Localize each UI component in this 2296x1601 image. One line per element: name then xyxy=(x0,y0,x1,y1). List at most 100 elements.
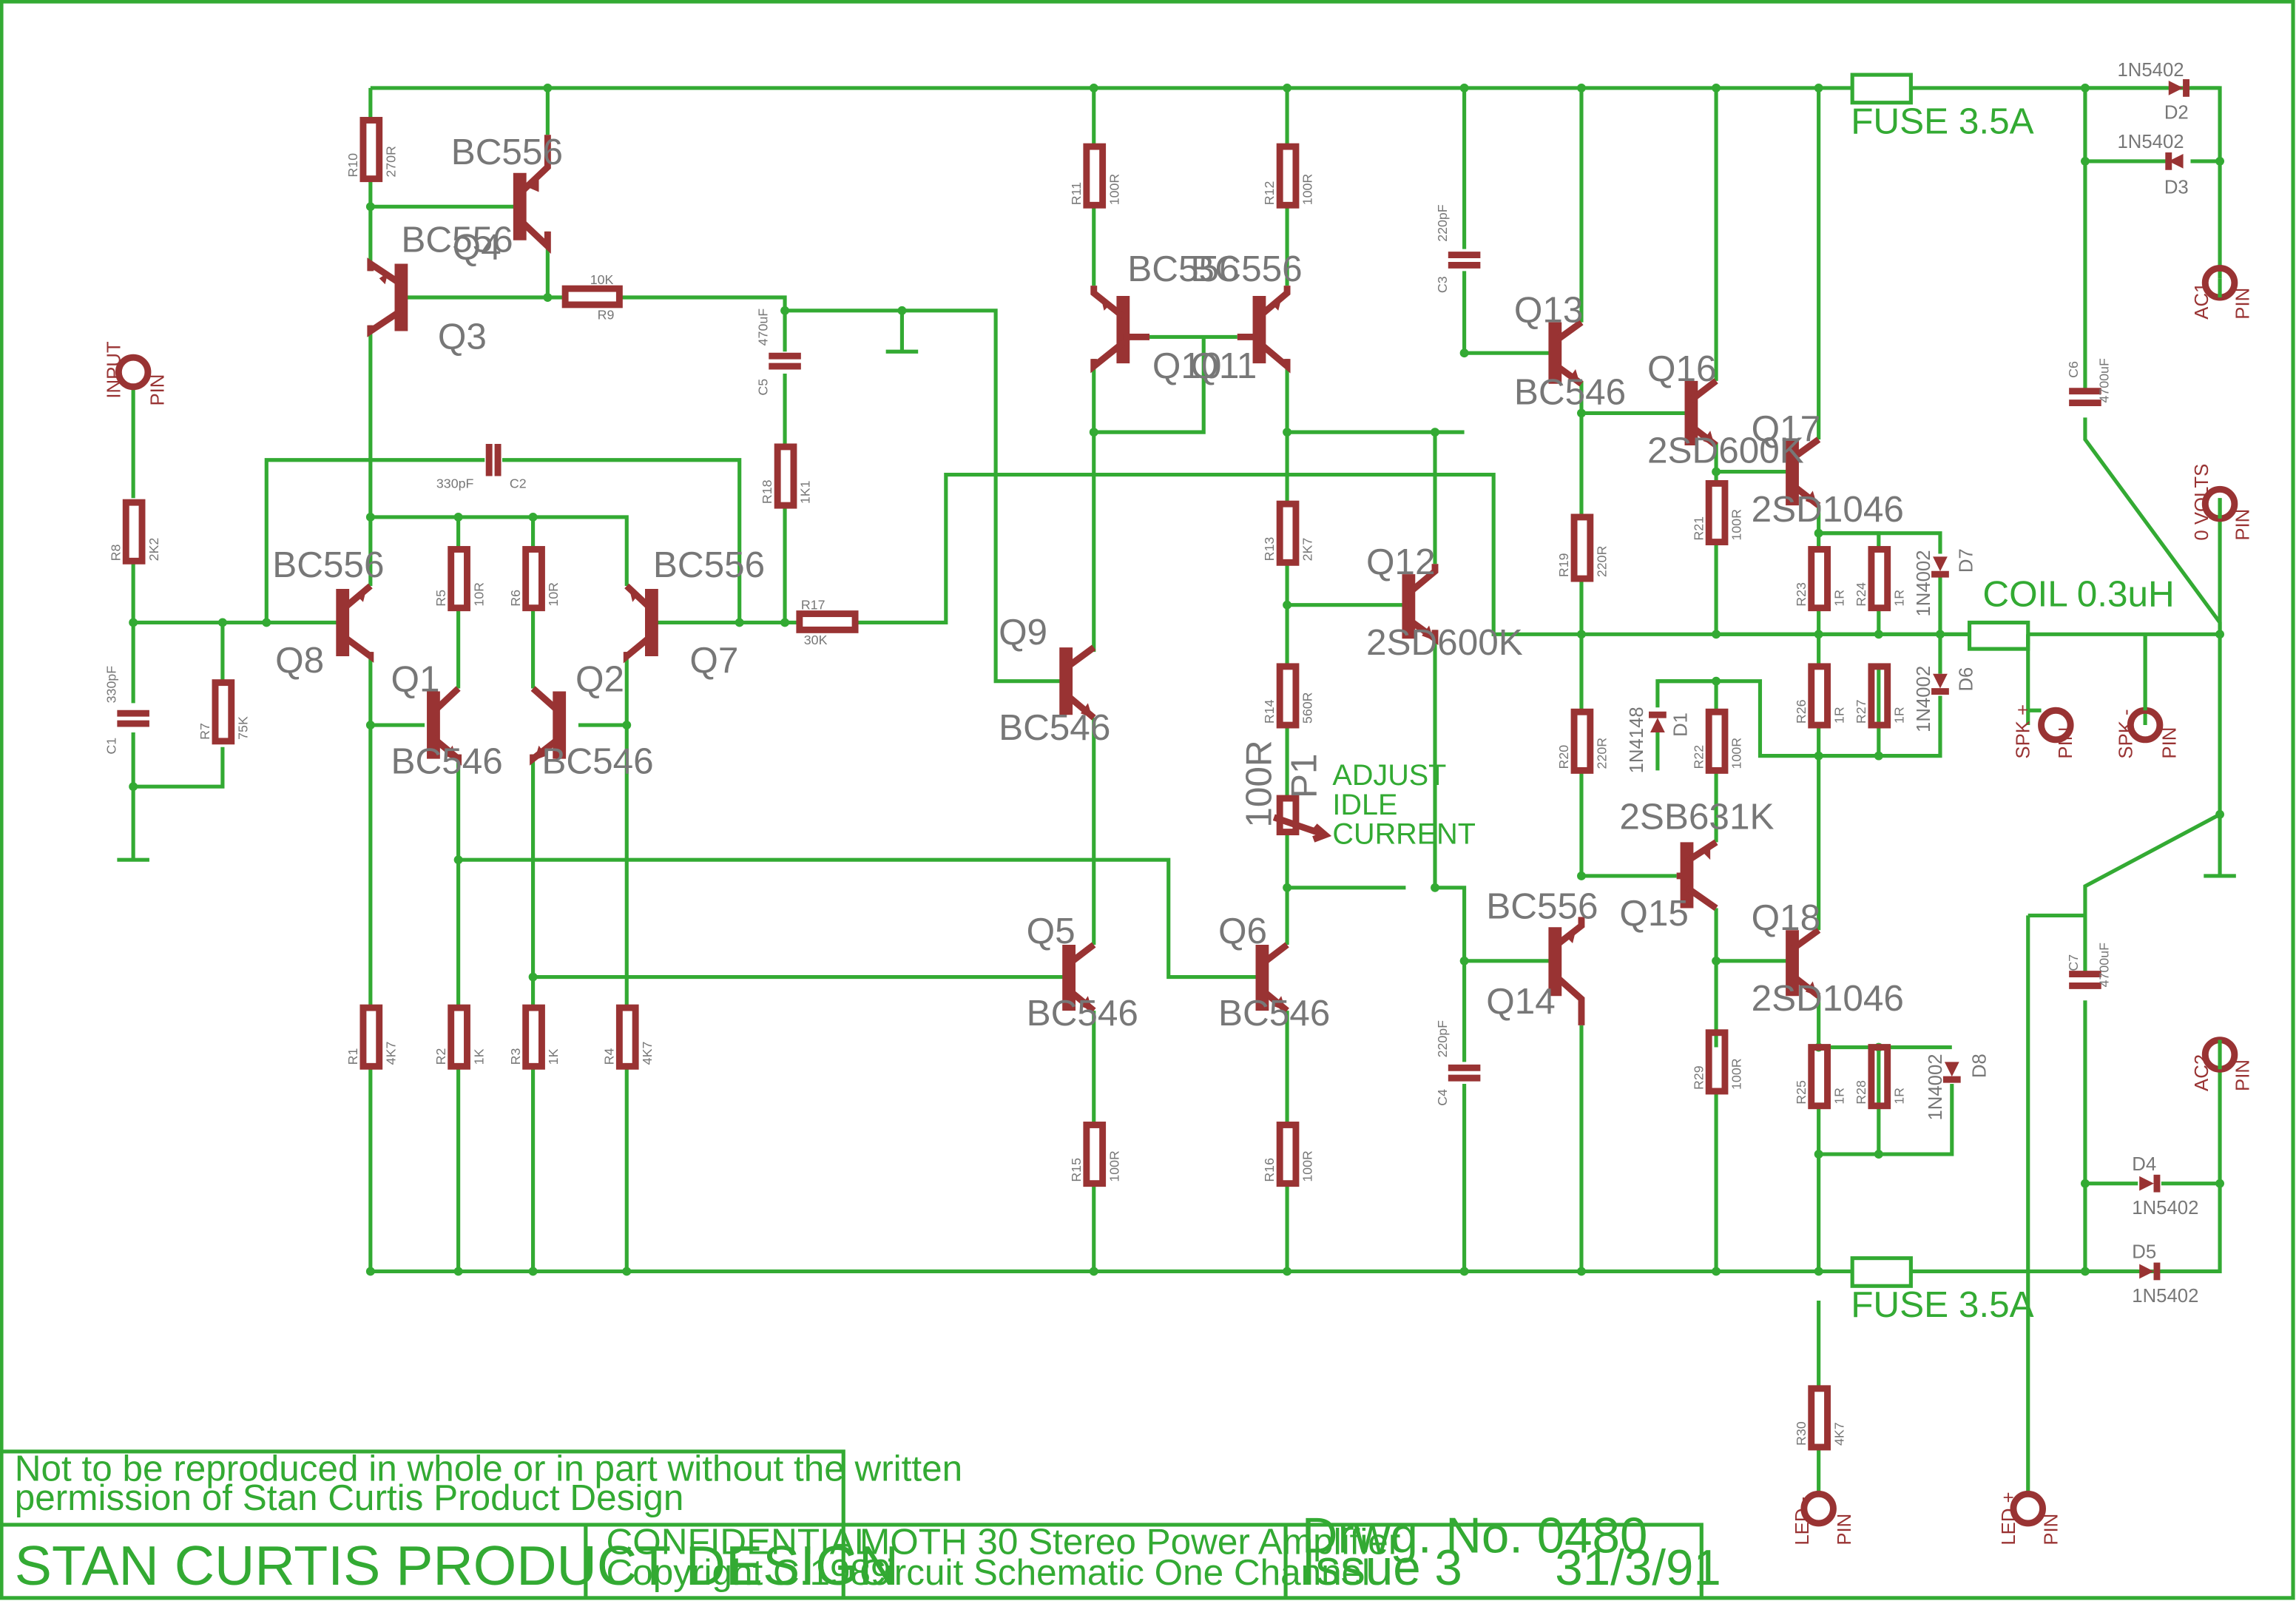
resistor-r5 xyxy=(448,546,470,612)
q18-ref: Q18 xyxy=(1752,897,1821,938)
pin-spk-plus[interactable] xyxy=(2038,707,2074,744)
q13-ref: Q13 xyxy=(1514,290,1584,331)
connector-labels: INPUT PIN AC1 PIN 0 VOLTS PIN SPK + PIN … xyxy=(104,283,2253,1546)
capacitor-c3 xyxy=(1448,252,1481,269)
diode-d1 xyxy=(1650,718,1665,732)
q8-ref: Q8 xyxy=(275,640,324,681)
c5-ref: C5 xyxy=(755,379,770,396)
q15-part: 2SB631K xyxy=(1619,797,1774,837)
c5-value: 470uF xyxy=(755,309,770,346)
zero-volts-label: 0 VOLTS xyxy=(2192,464,2212,541)
led-plus-label: LED + xyxy=(1999,1492,2019,1545)
r19-ref: R19 xyxy=(1556,553,1571,577)
r23-ref: R23 xyxy=(1794,582,1809,607)
r3-value: 1K xyxy=(546,1048,561,1065)
r3-ref: R3 xyxy=(508,1048,523,1065)
wires xyxy=(131,86,2222,1497)
diode-d4 xyxy=(2139,1176,2154,1191)
coil-label: COIL 0.3uH xyxy=(1982,574,2174,615)
diode-d6 xyxy=(1933,673,1948,689)
r20-value: 220R xyxy=(1595,738,1610,769)
q17-part: 2SD1046 xyxy=(1752,489,1904,530)
d8-part: 1N4002 xyxy=(1925,1054,1946,1120)
resistor-r19 xyxy=(1570,513,1594,582)
r24-value: 1R xyxy=(1891,590,1906,607)
c4-value: 220pF xyxy=(1435,1020,1450,1058)
q15-ref: Q15 xyxy=(1619,893,1689,934)
led-minus-label: LED - xyxy=(1792,1497,1813,1546)
capacitor-c4 xyxy=(1448,1064,1481,1082)
zero-volts-pin-label: PIN xyxy=(2233,509,2254,541)
transistor-q11 xyxy=(1237,286,1291,374)
q3-part: BC556 xyxy=(401,220,513,260)
r15-value: 100R xyxy=(1107,1150,1121,1182)
r8-value: 2K2 xyxy=(146,538,161,562)
transistor-q10 xyxy=(1090,286,1149,374)
ac1-label: AC1 xyxy=(2192,283,2212,320)
spk-plus-pin-label: PIN xyxy=(2056,727,2076,759)
title-line-2: Circuit Schematic One Channel xyxy=(860,1552,1370,1593)
q10-ref: Q10 xyxy=(1152,346,1222,386)
transistor-q14 xyxy=(1548,917,1585,1025)
r17-value: 30K xyxy=(804,633,828,647)
transistor-q7 xyxy=(623,583,658,664)
r10-value: 270R xyxy=(383,146,398,178)
title-line-1: MOTH 30 Stereo Power Amplifier xyxy=(860,1521,1400,1562)
transistor-labels: BC556 Q4 BC556 Q3 BC556 Q8 BC556 Q7 Q1 B… xyxy=(272,132,1904,1034)
transistor-q12 xyxy=(1402,564,1439,645)
resistor-r29 xyxy=(1705,1029,1729,1095)
r21-value: 100R xyxy=(1729,509,1744,541)
pin-input[interactable] xyxy=(115,354,152,391)
pin-led-minus[interactable] xyxy=(1800,1490,1837,1527)
r30-ref: R30 xyxy=(1794,1421,1809,1446)
junction-dots xyxy=(129,83,2224,1276)
r23-value: 1R xyxy=(1831,590,1846,607)
resistor-r7 xyxy=(212,679,235,745)
resistor-r8 xyxy=(122,499,146,564)
r22-value: 100R xyxy=(1729,738,1744,769)
resistor-r24 xyxy=(1868,546,1891,612)
transistor-q15 xyxy=(1676,839,1718,911)
copyright-label: Copyright C.1989 xyxy=(607,1552,891,1593)
capacitor-c6 xyxy=(2069,388,2101,406)
transistor-q1 xyxy=(427,686,462,766)
pin-led-plus[interactable] xyxy=(2010,1490,2046,1527)
r5-value: 10R xyxy=(471,582,486,607)
r4-value: 4K7 xyxy=(640,1042,655,1065)
r16-value: 100R xyxy=(1300,1150,1315,1182)
diodes xyxy=(1649,79,2189,1281)
r14-ref: R14 xyxy=(1262,699,1277,724)
r16-ref: R16 xyxy=(1262,1158,1277,1182)
q7-ref: Q7 xyxy=(689,640,738,681)
capacitor-c1 xyxy=(117,710,149,727)
capacitor-c7 xyxy=(2069,971,2101,989)
resistor-labels: R8 2K2 R7 75K R10 270R R5 10R R6 10R R1 … xyxy=(108,146,1906,1446)
resistor-r13 xyxy=(1276,500,1300,566)
resistor-r11 xyxy=(1083,143,1107,209)
c3-ref: C3 xyxy=(1435,276,1450,293)
c7-ref: C7 xyxy=(2066,954,2081,971)
transistor-q5 xyxy=(1062,942,1096,1014)
r13-value: 2K7 xyxy=(1300,538,1315,562)
c1-ref: C1 xyxy=(104,738,118,755)
d4-part: 1N5402 xyxy=(2132,1198,2198,1219)
pot-wiper-arrow xyxy=(1272,814,1332,843)
q5-ref: Q5 xyxy=(1027,911,1076,951)
pot-labels: 100R P1 ADJUST IDLE CURRENT xyxy=(1238,740,1476,850)
drawing-number: Drwg. No. 0480 xyxy=(1302,1509,1648,1564)
q17-ref: Q17 xyxy=(1752,408,1821,449)
q16-ref: Q16 xyxy=(1647,348,1717,389)
d3-part: 1N5402 xyxy=(2117,132,2184,152)
resistor-r10 xyxy=(359,117,383,183)
resistor-r27 xyxy=(1868,663,1891,729)
r4-ref: R4 xyxy=(601,1048,616,1065)
r14-value: 560R xyxy=(1300,692,1315,724)
c2-ref: C2 xyxy=(510,476,527,491)
resistor-r12 xyxy=(1276,143,1300,209)
p1-value: 100R xyxy=(1238,740,1279,827)
d3-ref: D3 xyxy=(2164,177,2189,198)
q1-part: BC546 xyxy=(391,741,503,781)
c2-value: 330pF xyxy=(436,476,474,491)
q9-ref: Q9 xyxy=(999,612,1047,653)
